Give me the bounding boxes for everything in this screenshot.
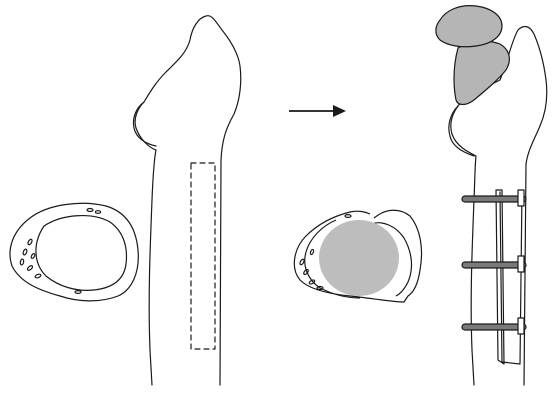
porosity-mark — [30, 253, 35, 259]
cross-section-outer-cortex — [10, 203, 138, 301]
cross-section-medullary-canal — [36, 216, 127, 291]
right-arrow-icon — [289, 105, 346, 117]
porosity-mark — [87, 209, 93, 212]
cross-section-reconstructed — [294, 210, 421, 302]
porosity-mark — [345, 215, 351, 218]
porosity-mark — [95, 211, 100, 214]
planned-window-outline — [191, 163, 215, 349]
porosity-mark — [35, 273, 42, 278]
lesser-trochanter — [133, 102, 156, 146]
femur-reconstructed — [436, 6, 547, 385]
porosity-mark — [22, 249, 27, 256]
femur-original-outline — [135, 16, 241, 385]
prosthesis-head — [436, 6, 502, 47]
porosity-mark — [27, 265, 34, 271]
cross-section-original — [10, 203, 138, 301]
porosity-mark — [310, 249, 314, 255]
porosity-mark — [299, 259, 305, 266]
porosity-mark — [20, 259, 24, 265]
porosity-mark — [27, 239, 33, 246]
graft-core — [319, 220, 399, 296]
femur-original — [133, 16, 240, 385]
porosity-mark — [75, 291, 81, 294]
